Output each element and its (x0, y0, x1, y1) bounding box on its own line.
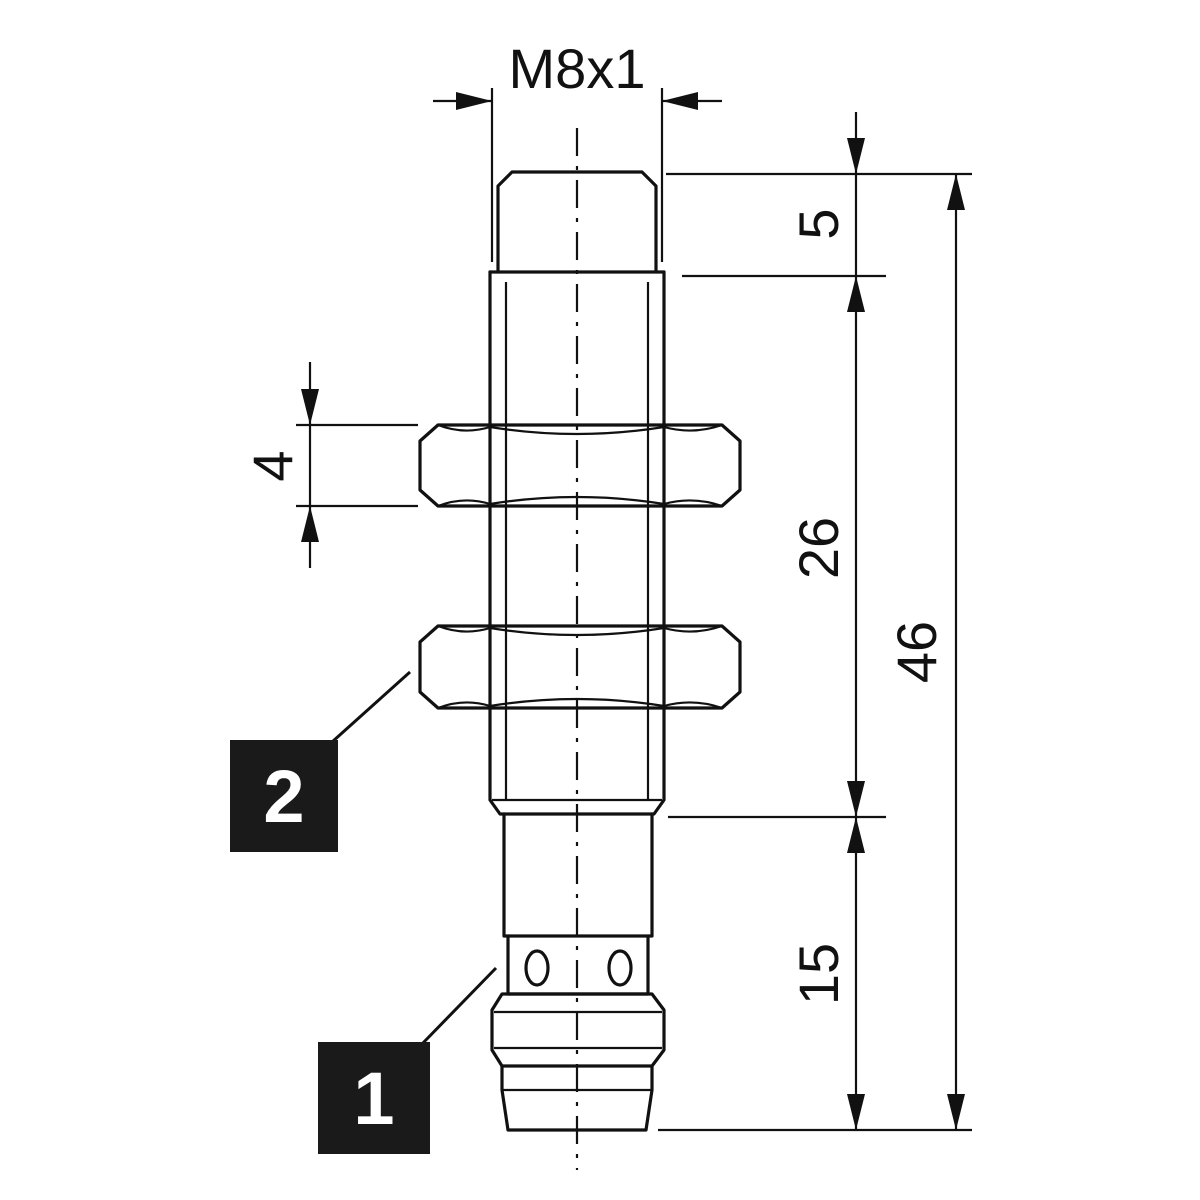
arrow-icon (947, 174, 965, 210)
callout-connector: 1 (318, 966, 498, 1154)
arrow-icon (847, 276, 865, 312)
body-length-label: 15 (787, 943, 850, 1005)
thread-length-dimension: 26 (787, 276, 865, 817)
hex-nut-upper (418, 423, 742, 508)
arrow-icon (456, 92, 492, 110)
total-length-label: 46 (885, 621, 948, 683)
arrow-icon (847, 138, 865, 174)
arrow-icon (847, 781, 865, 817)
led-indicator-left (524, 949, 550, 987)
tip-length-label: 5 (787, 208, 850, 239)
arrow-icon (662, 92, 698, 110)
arrow-icon (947, 1094, 965, 1130)
arrow-icon (847, 817, 865, 853)
thread-length-label: 26 (787, 517, 850, 579)
led-indicator-right (607, 949, 633, 987)
sensor-tip (496, 170, 658, 274)
extension-lines (658, 172, 972, 1132)
leader-line (330, 670, 412, 744)
callout-number: 1 (353, 1057, 394, 1140)
thread-size-label: M8x1 (509, 37, 646, 100)
callout-box (318, 1042, 430, 1154)
arrow-icon (301, 389, 319, 425)
arrow-icon (847, 1094, 865, 1130)
nut-height-dimension: 4 (241, 362, 418, 568)
body-length-dimension: 15 (787, 817, 865, 1130)
total-length-dimension: 46 (885, 174, 965, 1130)
callout-box (230, 740, 338, 852)
nut-height-label: 4 (241, 450, 304, 481)
callout-nuts: 2 (230, 670, 412, 852)
leader-line (420, 966, 498, 1046)
hex-nut-lower (418, 624, 742, 710)
callout-number: 2 (263, 755, 304, 838)
arrow-icon (301, 506, 319, 542)
tip-length-dimension: 5 (787, 112, 865, 276)
thread-diameter-dimension: M8x1 (433, 37, 722, 262)
